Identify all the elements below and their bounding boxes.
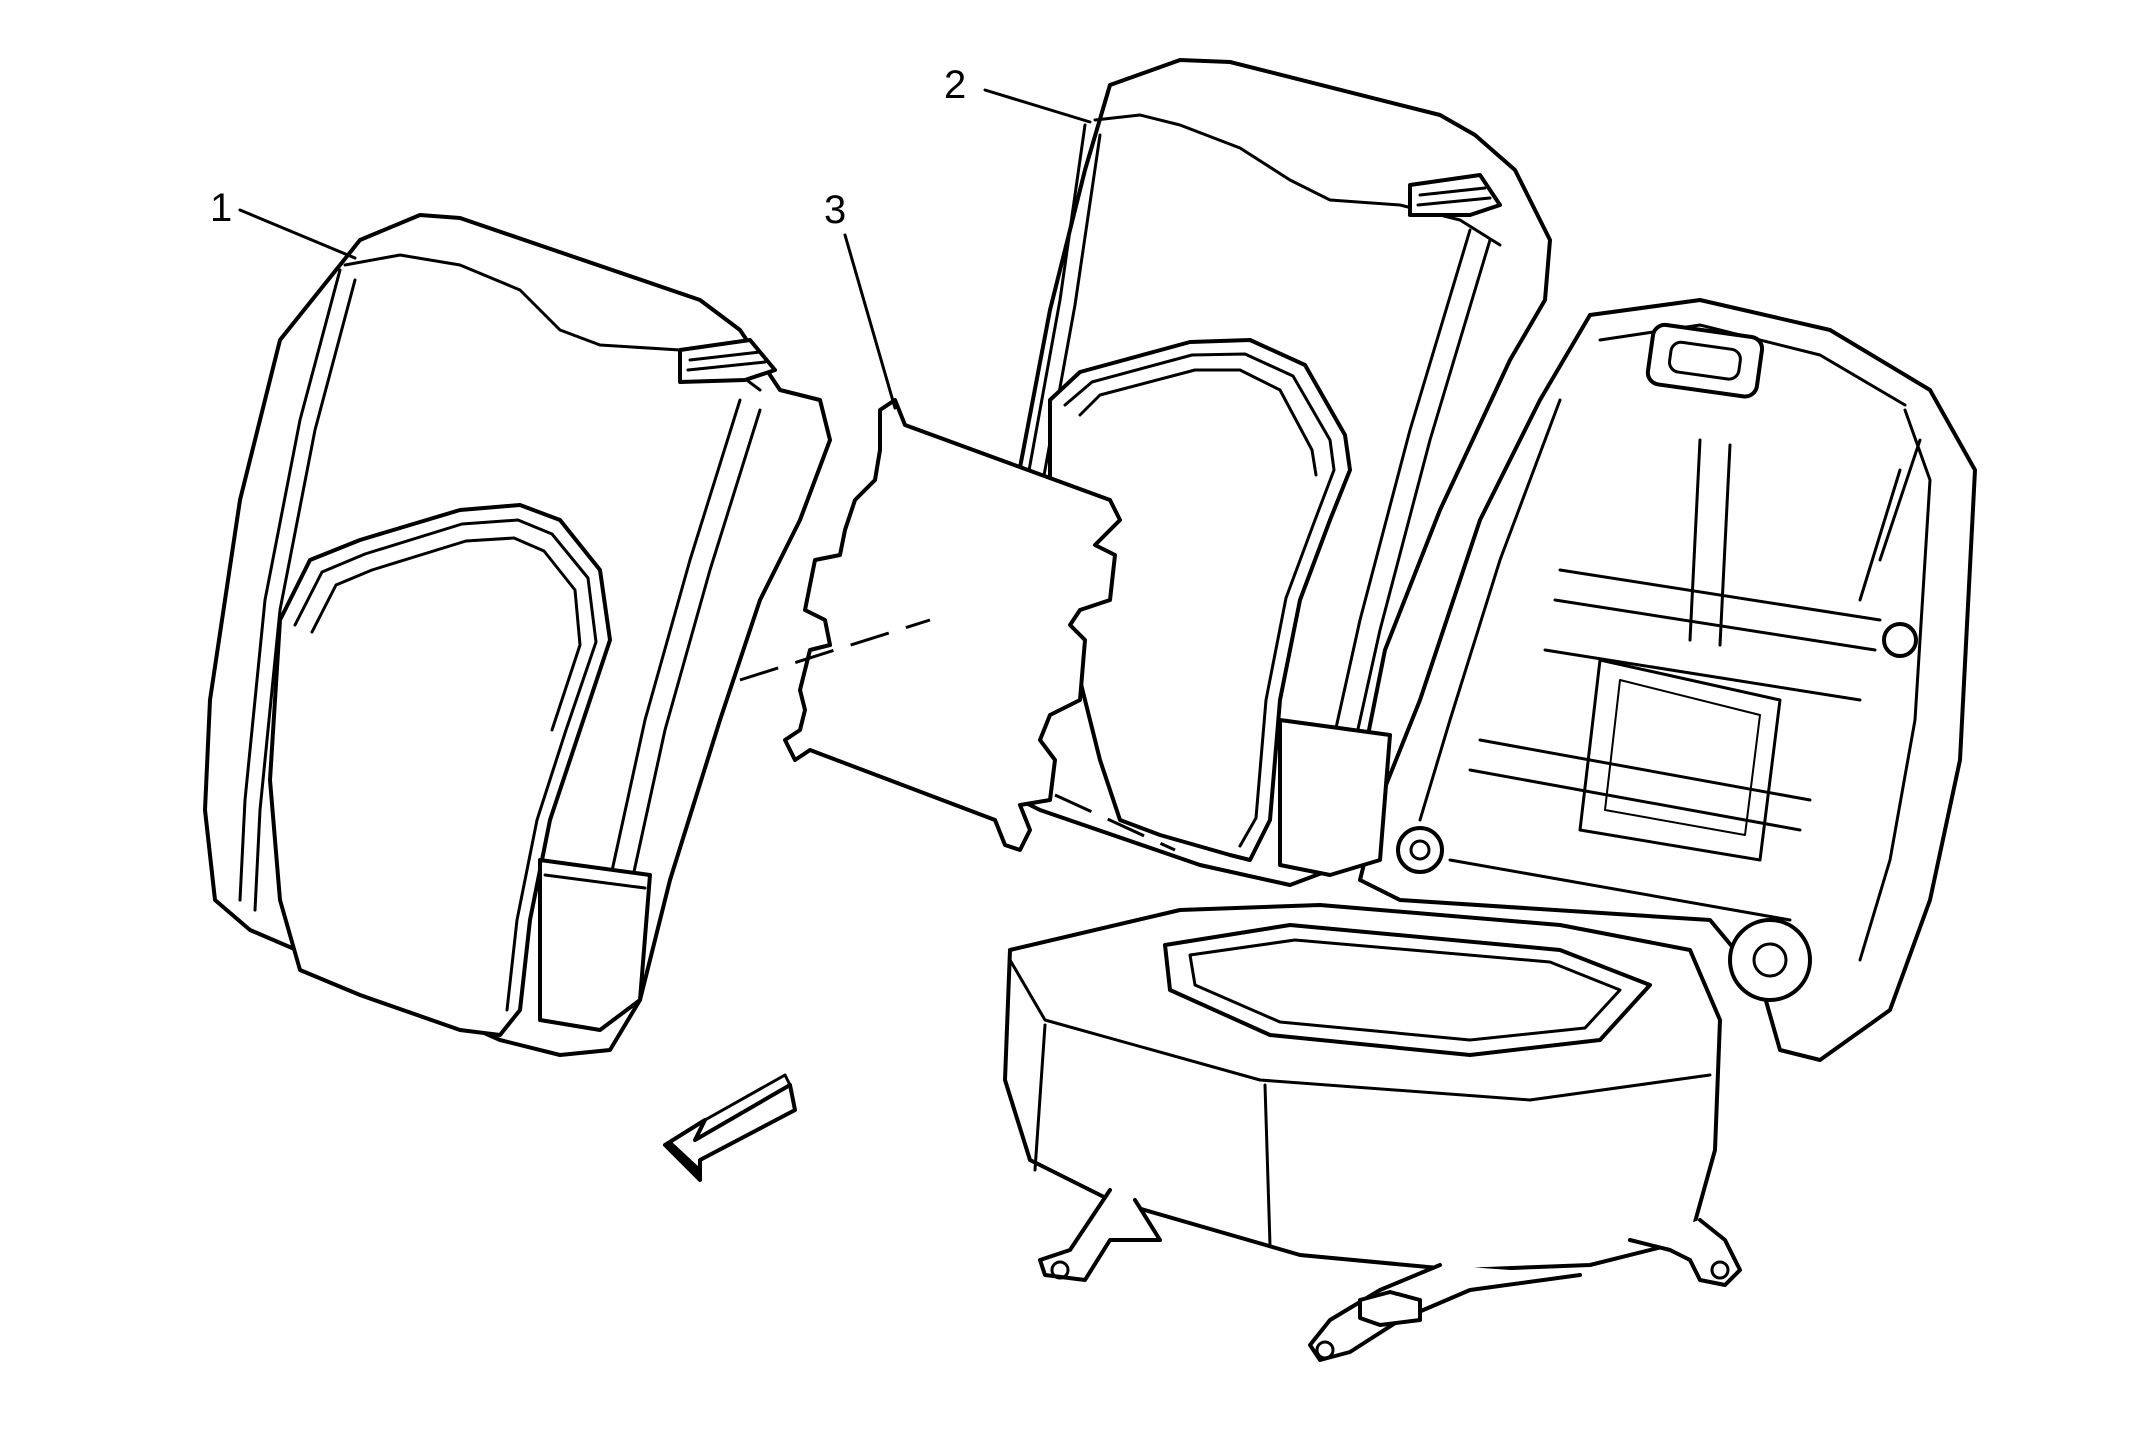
callout-3: 3 xyxy=(824,188,847,232)
callout-2: 2 xyxy=(944,63,967,107)
seat-cushion xyxy=(1003,903,1742,1362)
alignment-line-rear xyxy=(1054,793,1176,852)
seat-back-frame xyxy=(1358,298,1977,1062)
alignment-line xyxy=(739,618,931,682)
direction-arrow xyxy=(663,1073,797,1182)
leader-line-2 xyxy=(983,88,1092,124)
callout-1: 1 xyxy=(210,186,233,230)
leader-line-3 xyxy=(843,233,897,410)
leader-line-1 xyxy=(238,208,357,260)
seat-back-cover-2 xyxy=(978,58,1552,887)
seat-back-1 xyxy=(203,213,832,1057)
panel-3 xyxy=(783,398,1122,852)
